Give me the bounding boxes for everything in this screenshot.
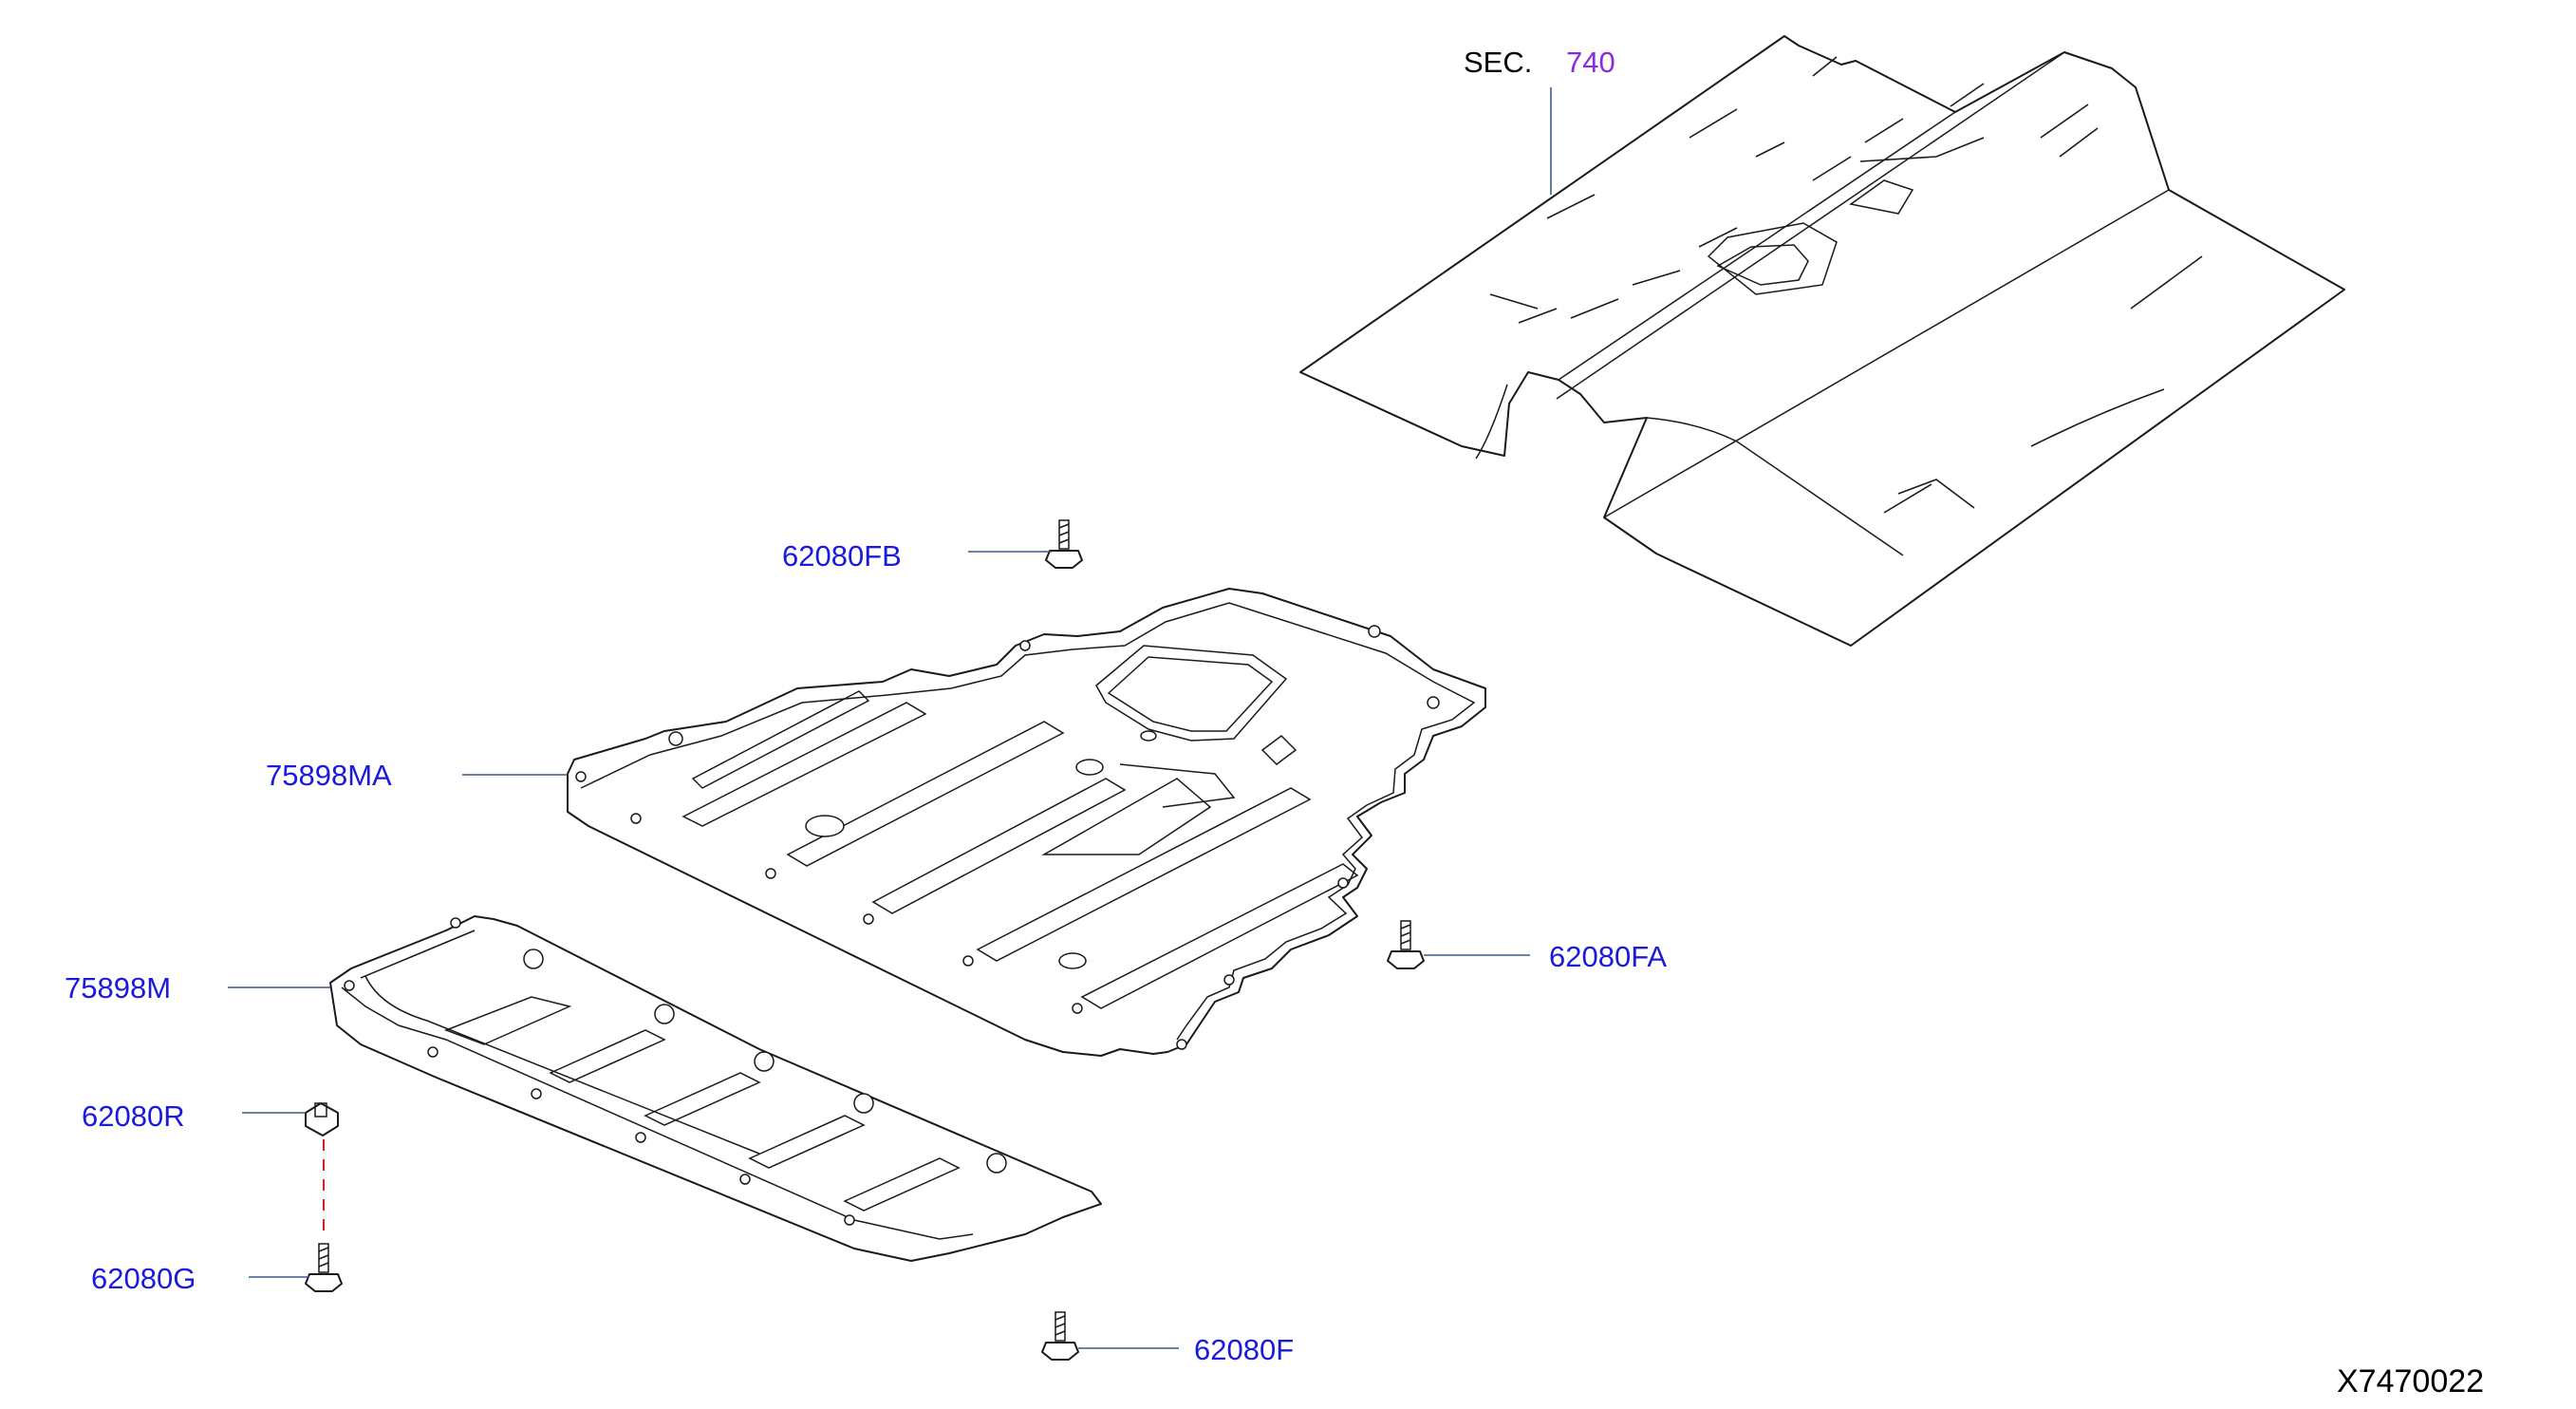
bolt-62080F-icon bbox=[1041, 1311, 1079, 1361]
section-number-link[interactable]: 740 bbox=[1566, 46, 1615, 79]
bolt-62080G-icon bbox=[305, 1243, 343, 1292]
floor-panel-drawing bbox=[1299, 35, 2345, 647]
part-label-62080G[interactable]: 62080G bbox=[91, 1262, 196, 1295]
bolt-62080FB-icon bbox=[1045, 519, 1083, 569]
under-cover-rear-drawing bbox=[567, 588, 1486, 1057]
under-cover-front-drawing bbox=[329, 915, 1102, 1262]
part-label-62080R[interactable]: 62080R bbox=[82, 1099, 185, 1133]
section-prefix-label: SEC. bbox=[1464, 46, 1532, 79]
diagram-code: X7470022 bbox=[2337, 1363, 2484, 1400]
part-label-62080FB[interactable]: 62080FB bbox=[782, 539, 902, 573]
part-label-62080FA[interactable]: 62080FA bbox=[1549, 940, 1667, 973]
part-label-75898MA[interactable]: 75898MA bbox=[266, 759, 392, 792]
clip-nut-62080R-icon bbox=[305, 1102, 339, 1137]
part-label-75898M[interactable]: 75898M bbox=[65, 971, 171, 1005]
bolt-62080FA-icon bbox=[1387, 920, 1425, 969]
part-label-62080F[interactable]: 62080F bbox=[1194, 1333, 1294, 1366]
